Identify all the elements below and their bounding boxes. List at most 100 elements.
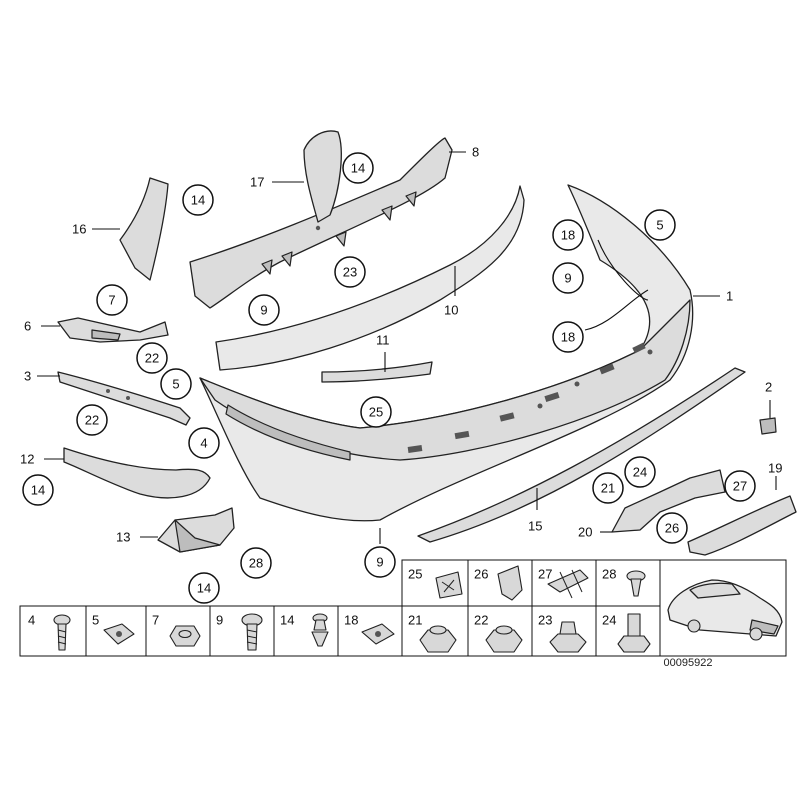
nut-22-drawing bbox=[485, 625, 523, 653]
callout-22b: 22 bbox=[76, 404, 108, 436]
nut-23-drawing bbox=[549, 621, 587, 653]
callout-27: 27 bbox=[724, 470, 756, 502]
nut-7-drawing bbox=[169, 625, 201, 647]
svg-text:4: 4 bbox=[200, 436, 207, 451]
svg-text:5: 5 bbox=[172, 377, 179, 392]
label-15: 15 bbox=[528, 519, 542, 534]
callout-28: 28 bbox=[240, 547, 272, 579]
reinforcement-strip-part bbox=[417, 367, 746, 543]
table-num-23: 23 bbox=[538, 613, 552, 628]
nut-18-drawing bbox=[361, 623, 395, 645]
label-2: 2 bbox=[765, 380, 772, 395]
clip-27-drawing bbox=[547, 569, 589, 599]
label-13: 13 bbox=[116, 530, 130, 545]
label-11: 11 bbox=[376, 333, 390, 348]
label-1: 1 bbox=[726, 289, 733, 304]
svg-text:28: 28 bbox=[249, 556, 263, 571]
clip-25-drawing bbox=[435, 571, 463, 599]
label-6: 6 bbox=[24, 319, 31, 334]
label-20: 20 bbox=[578, 525, 592, 540]
moulding-part bbox=[321, 361, 433, 383]
nut-24-drawing bbox=[617, 613, 651, 653]
callout-25: 25 bbox=[360, 396, 392, 428]
svg-text:27: 27 bbox=[733, 479, 747, 494]
screw-28-drawing bbox=[626, 570, 646, 597]
svg-text:9: 9 bbox=[564, 271, 571, 286]
label-8: 8 bbox=[472, 145, 479, 160]
table-num-9: 9 bbox=[216, 613, 223, 628]
svg-text:9: 9 bbox=[376, 555, 383, 570]
callout-14d: 14 bbox=[188, 572, 220, 604]
small-bracket-part bbox=[157, 507, 235, 553]
parts-table: 25 26 27 28 4 5 7 9 14 18 21 22 23 24 bbox=[19, 559, 787, 657]
table-num-21: 21 bbox=[408, 613, 422, 628]
table-num-27: 27 bbox=[538, 567, 552, 582]
label-16: 16 bbox=[72, 222, 86, 237]
label-19: 19 bbox=[768, 461, 782, 476]
clip-26-drawing bbox=[497, 565, 523, 601]
trim-strip-part bbox=[215, 185, 525, 371]
svg-text:23: 23 bbox=[343, 265, 357, 280]
table-num-14: 14 bbox=[280, 613, 294, 628]
callout-9c: 9 bbox=[364, 546, 396, 578]
table-num-5: 5 bbox=[92, 613, 99, 628]
svg-text:14: 14 bbox=[31, 483, 45, 498]
table-num-25: 25 bbox=[408, 567, 422, 582]
bumper-cover-part bbox=[199, 184, 694, 522]
callout-14c: 14 bbox=[22, 474, 54, 506]
svg-text:5: 5 bbox=[656, 218, 663, 233]
svg-text:22: 22 bbox=[85, 413, 99, 428]
table-num-28: 28 bbox=[602, 567, 616, 582]
rivet-14-drawing bbox=[311, 613, 329, 647]
car-silhouette-icon bbox=[667, 579, 783, 641]
svg-text:18: 18 bbox=[561, 330, 575, 345]
callout-18b: 18 bbox=[552, 321, 584, 353]
svg-text:21: 21 bbox=[601, 481, 615, 496]
svg-text:25: 25 bbox=[369, 405, 383, 420]
document-id: 00095922 bbox=[664, 657, 713, 669]
carrier-part bbox=[189, 137, 453, 309]
nut-21-drawing bbox=[419, 625, 457, 653]
lower-bracket-part bbox=[63, 447, 211, 499]
bolt-4-drawing bbox=[53, 614, 71, 651]
svg-text:18: 18 bbox=[561, 228, 575, 243]
svg-text:26: 26 bbox=[665, 521, 679, 536]
guide-part bbox=[57, 317, 169, 343]
label-12: 12 bbox=[20, 452, 34, 467]
callout-9a: 9 bbox=[552, 262, 584, 294]
callout-23: 23 bbox=[334, 256, 366, 288]
table-num-22: 22 bbox=[474, 613, 488, 628]
svg-text:14: 14 bbox=[197, 581, 211, 596]
svg-text:24: 24 bbox=[633, 465, 647, 480]
bolt-9-drawing bbox=[241, 613, 263, 651]
table-num-26: 26 bbox=[474, 567, 488, 582]
callout-18a: 18 bbox=[552, 219, 584, 251]
callout-22a: 22 bbox=[136, 342, 168, 374]
callout-5a: 5 bbox=[644, 209, 676, 241]
table-num-4: 4 bbox=[28, 613, 35, 628]
svg-text:14: 14 bbox=[191, 193, 205, 208]
reflector-part bbox=[759, 417, 777, 435]
table-num-24: 24 bbox=[602, 613, 616, 628]
upper-bracket-part bbox=[119, 177, 169, 281]
lamp-bracket-part bbox=[611, 469, 726, 533]
svg-text:22: 22 bbox=[145, 351, 159, 366]
leader-lines bbox=[37, 151, 777, 544]
table-num-18: 18 bbox=[344, 613, 358, 628]
lamp-part bbox=[687, 495, 797, 556]
callout-7: 7 bbox=[96, 284, 128, 316]
callout-24: 24 bbox=[624, 456, 656, 488]
side-bracket-part bbox=[57, 371, 191, 426]
callout-9b: 9 bbox=[248, 294, 280, 326]
label-3: 3 bbox=[24, 369, 31, 384]
callout-21: 21 bbox=[592, 472, 624, 504]
nut-5-drawing bbox=[103, 623, 135, 645]
svg-text:9: 9 bbox=[260, 303, 267, 318]
label-17: 17 bbox=[250, 175, 264, 190]
callout-26: 26 bbox=[656, 512, 688, 544]
vertical-bracket-part bbox=[303, 130, 342, 223]
callout-14a: 14 bbox=[182, 184, 214, 216]
svg-text:14: 14 bbox=[351, 161, 365, 176]
svg-text:7: 7 bbox=[108, 293, 115, 308]
